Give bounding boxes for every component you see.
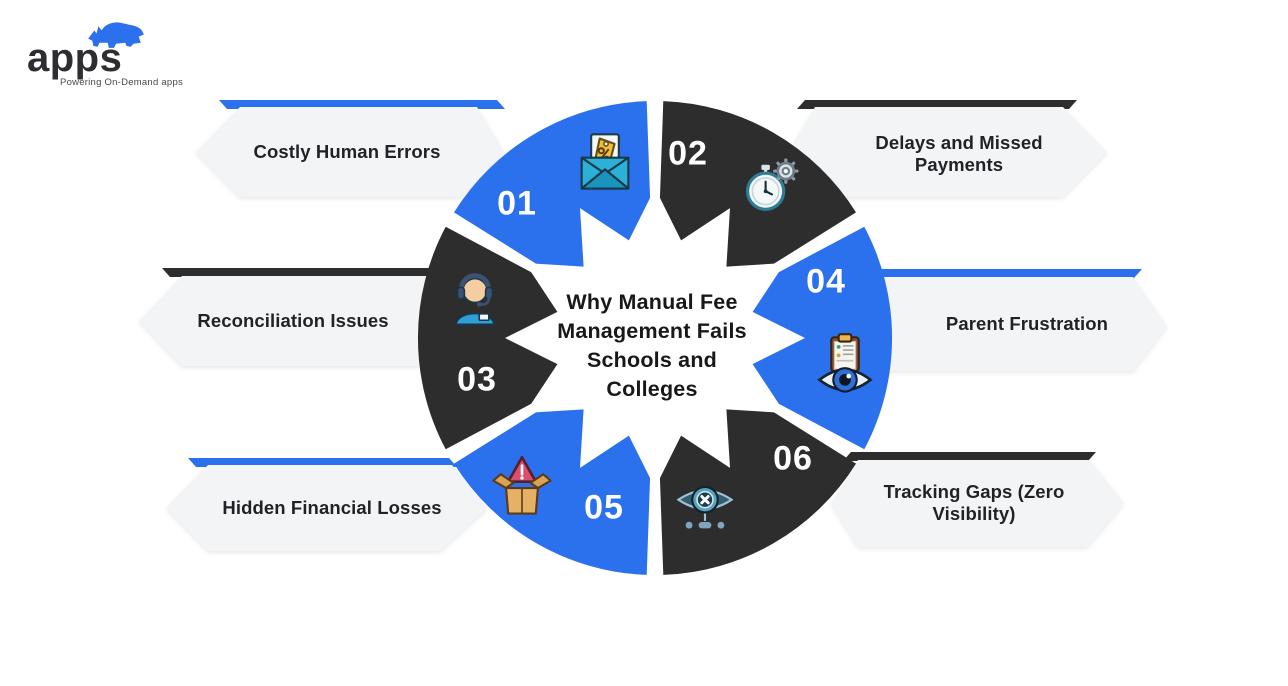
banner-label-tracking-gaps: Tracking Gaps (Zero Visibility): [883, 481, 1065, 524]
logo-tagline: Powering On-Demand apps: [60, 77, 183, 88]
envelope-discount-icon: [571, 129, 639, 197]
segment-number-04: 04: [806, 262, 846, 301]
banner-reconciliation-issues: [139, 268, 482, 366]
banner-label-costly-human-errors: Costly Human Errors: [253, 141, 441, 163]
center-starburst: [505, 188, 805, 488]
segment-number-02: 02: [668, 134, 708, 173]
stopwatch-gear-icon: [738, 153, 806, 221]
segment-number-01: 01: [497, 184, 537, 223]
box-warning-icon: [488, 453, 556, 521]
banner-label-parent-frustration: Parent Frustration: [945, 313, 1109, 335]
logo-wordmark: apps: [27, 36, 123, 80]
banner-parent-frustration: [853, 269, 1167, 371]
logo: apps Powering On-Demand apps: [27, 14, 227, 94]
segment-number-05: 05: [584, 488, 624, 527]
eye-hidden-icon: [671, 471, 739, 539]
clipboard-eye-icon: [811, 332, 879, 400]
segment-number-03: 03: [457, 360, 497, 399]
banner-delays-missed-payments: [788, 100, 1107, 197]
support-agent-icon: [441, 265, 509, 333]
banner-costly-human-errors: [196, 100, 505, 197]
banner-tracking-gaps: [831, 452, 1124, 547]
banner-label-delays-missed-payments: Delays and Missed Payments: [875, 132, 1043, 175]
banner-label-reconciliation-issues: Reconciliation Issues: [197, 310, 389, 332]
center-title: Why Manual Fee Management Fails Schools …: [557, 290, 747, 401]
rhino-logo-icon: [88, 22, 144, 48]
banner-label-hidden-financial-losses: Hidden Financial Losses: [222, 497, 442, 519]
banner-hidden-financial-losses: [166, 458, 487, 551]
segment-number-06: 06: [773, 439, 813, 478]
